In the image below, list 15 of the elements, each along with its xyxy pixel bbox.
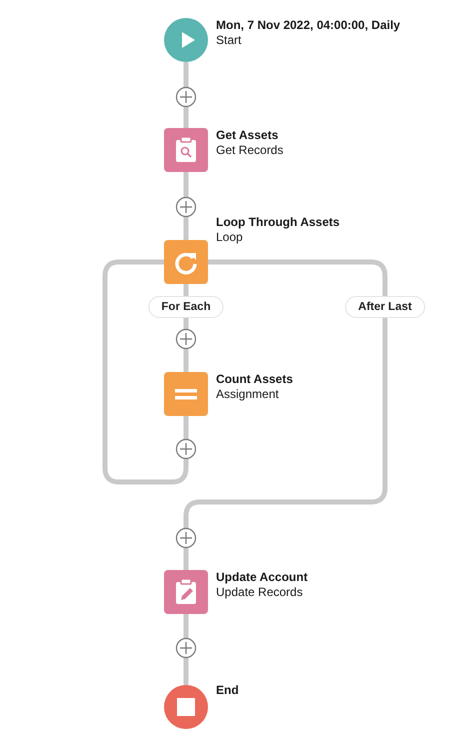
step-title: Loop Through Assets: [216, 215, 341, 230]
connector-line: [184, 260, 388, 570]
edge-label: After Last: [345, 296, 425, 318]
edge-label: For Each: [148, 296, 224, 318]
step-type: Loop: [216, 230, 244, 245]
step-title: End: [216, 683, 240, 698]
step-title: Count Assets: [216, 372, 294, 387]
step-type: Assignment: [216, 387, 280, 402]
step-title: Get Assets: [216, 128, 280, 143]
step-type: Start: [216, 33, 242, 48]
step-type: Get Records: [216, 143, 284, 158]
step-title: Mon, 7 Nov 2022, 04:00:00, Daily: [216, 18, 402, 33]
step-title: Update Account: [216, 570, 309, 585]
step-type: Update Records: [216, 585, 304, 600]
connector-line: [102, 260, 188, 484]
